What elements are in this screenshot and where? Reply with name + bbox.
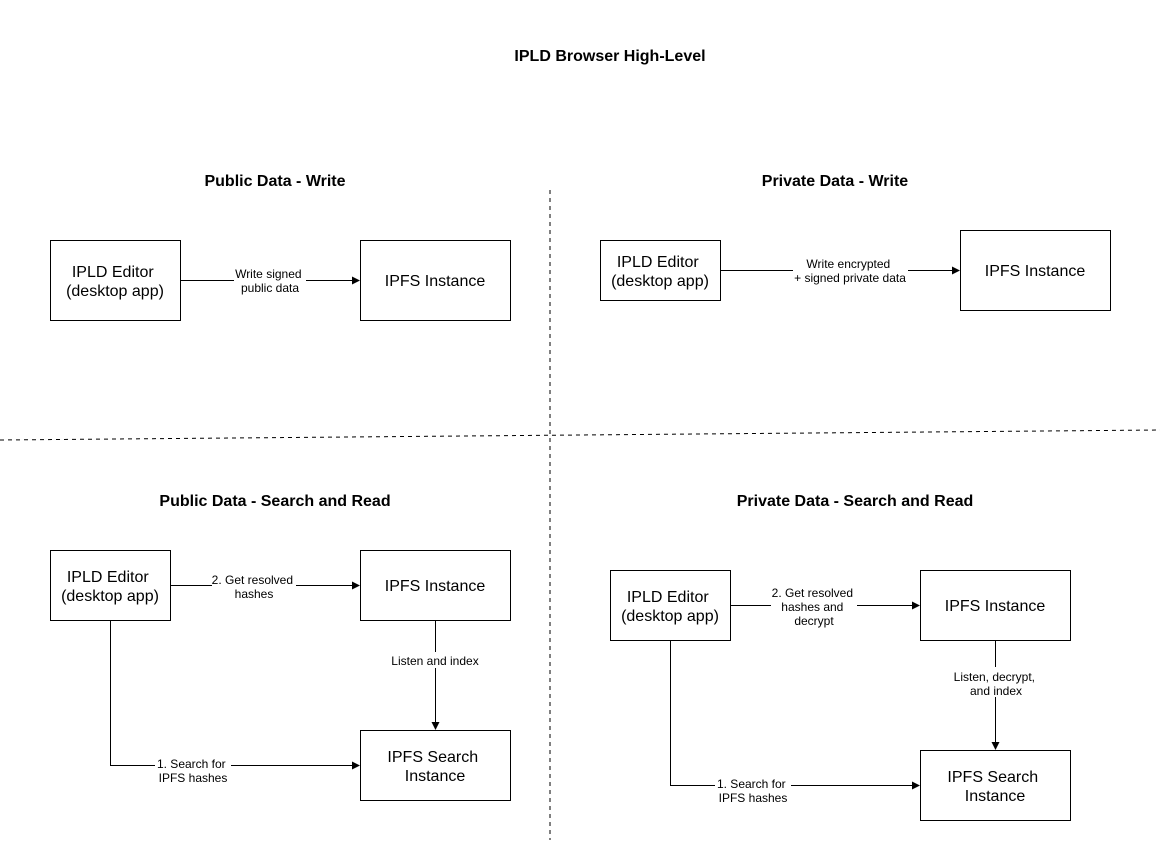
ipfs-instance-box [920, 570, 1071, 641]
search-arrow [670, 641, 920, 790]
ipfs-search-instance-box [360, 730, 511, 801]
quadrant-public-write: Public Data - Write IPLD Editor (desktop… [50, 173, 511, 321]
write-edge-label: Write signed [235, 267, 301, 281]
ipld-editor-box [50, 240, 181, 321]
quadrant-title: Public Data - Write [204, 173, 345, 190]
quadrant-public-search-read: Public Data - Search and Read IPLD Edito… [50, 493, 511, 801]
get-resolved-label: hashes and [781, 600, 843, 614]
svg-text:1. Search for IPFS hashe: 1. Search for IPFS hashes [717, 777, 789, 805]
svg-text:IPFS Search Instance: IPFS Search Instance [387, 749, 482, 785]
svg-text:IPLD Editor (desktop app: IPLD Editor (desktop app) [621, 589, 719, 625]
svg-text:1. Search for IPFS hashe: 1. Search for IPFS hashes [157, 757, 229, 785]
listen-index-label: and index [970, 684, 1022, 698]
ipfs-search-instance-box [920, 750, 1071, 821]
ipld-editor-sublabel: (desktop app) [621, 608, 719, 625]
ipfs-search-instance-label: Instance [405, 768, 466, 785]
ipld-editor-label: IPLD Editor [617, 254, 699, 271]
write-edge-label: + signed private data [794, 271, 906, 285]
ipld-editor-box [50, 550, 171, 621]
ipld-editor-label: IPLD Editor [72, 264, 154, 281]
ipfs-instance-box [360, 240, 511, 321]
listen-index-label: Listen and index [391, 654, 478, 668]
horizontal-divider [0, 429, 1161, 441]
svg-text:IPFS Search Instance: IPFS Search Instance [947, 769, 1042, 805]
ipld-editor-box [610, 570, 731, 641]
listen-index-label: Listen, decrypt, [954, 670, 1035, 684]
search-label: IPFS hashes [719, 791, 788, 805]
quadrant-title: Private Data - Write [762, 173, 909, 190]
get-resolved-label: decrypt [794, 614, 834, 628]
search-label: 1. Search for [717, 777, 786, 791]
ipfs-instance-box [360, 550, 511, 621]
svg-text:Listen, decrypt, and ind: Listen, decrypt, and index [954, 670, 1039, 698]
ipld-editor-label: IPLD Editor [67, 569, 149, 586]
ipld-editor-label: IPLD Editor [627, 589, 709, 606]
get-resolved-label: 2. Get resolved [212, 573, 293, 587]
diagram-title: IPLD Browser High-Level [514, 48, 705, 65]
get-resolved-label: hashes [235, 587, 274, 601]
search-arrow [110, 621, 360, 770]
ipld-editor-sublabel: (desktop app) [611, 273, 709, 290]
search-label: IPFS hashes [159, 771, 228, 785]
ipfs-instance-label: IPFS Instance [385, 273, 486, 290]
ipfs-instance-label: IPFS Instance [385, 578, 486, 595]
get-resolved-label: 2. Get resolved [772, 586, 853, 600]
svg-text:IPLD Editor (desktop app: IPLD Editor (desktop app) [61, 569, 159, 605]
ipld-editor-sublabel: (desktop app) [61, 588, 159, 605]
quadrant-private-search-read: Private Data - Search and Read IPLD Edit… [610, 493, 1071, 821]
ipld-editor-sublabel: (desktop app) [66, 283, 164, 300]
svg-text:Write signed public data: Write signed public data [235, 267, 305, 295]
ipfs-search-instance-label: IPFS Search [387, 749, 478, 766]
write-edge-label: public data [241, 281, 299, 295]
svg-text:IPLD Editor (desktop app: IPLD Editor (desktop app) [611, 254, 709, 290]
svg-text:2. Get resolved hashes a: 2. Get resolved hashes and decrypt [772, 586, 857, 628]
quadrant-private-write: Private Data - Write IPLD Editor (deskto… [600, 173, 1111, 311]
ipld-editor-box [600, 240, 721, 301]
quadrant-title: Private Data - Search and Read [737, 493, 974, 510]
ipfs-instance-label: IPFS Instance [985, 263, 1086, 280]
svg-text:IPLD Editor (desktop app: IPLD Editor (desktop app) [66, 264, 164, 300]
search-label: 1. Search for [157, 757, 226, 771]
ipfs-instance-box [960, 230, 1111, 311]
svg-text:Write encrypted + signed: Write encrypted + signed private data [794, 257, 906, 285]
quadrant-title: Public Data - Search and Read [159, 493, 390, 510]
ipfs-search-instance-label: Instance [965, 788, 1026, 805]
write-edge-label: Write encrypted [806, 257, 890, 271]
ipfs-instance-label: IPFS Instance [945, 598, 1046, 615]
svg-text:2. Get resolved hashes: 2. Get resolved hashes [212, 573, 297, 601]
ipfs-search-instance-label: IPFS Search [947, 769, 1038, 786]
